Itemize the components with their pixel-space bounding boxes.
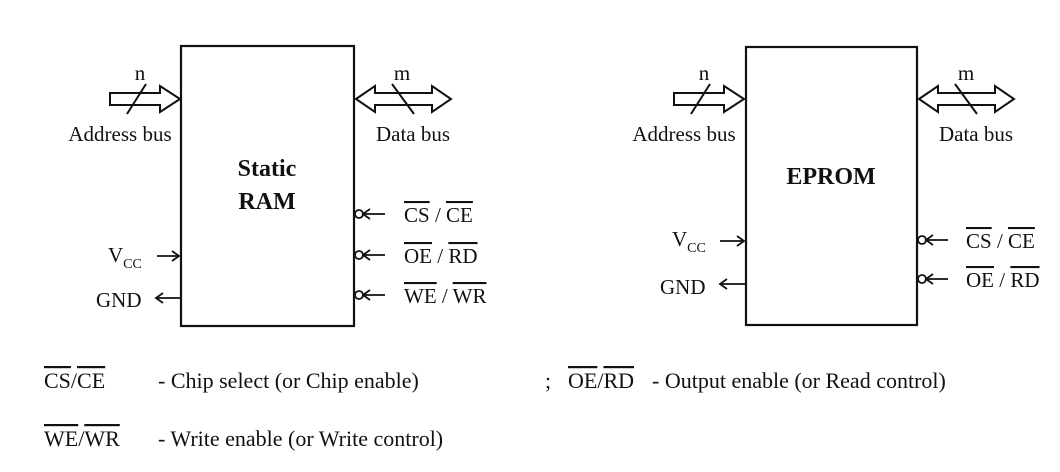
legend-we-wr-desc: - Write enable (or Write control) (158, 426, 443, 451)
legend-cs-ce-desc: - Chip select (or Chip enable) (158, 368, 419, 393)
ram-vcc-label: VCC (108, 243, 142, 272)
eprom-oe-rd-pin (917, 273, 948, 285)
eprom-box (744, 45, 919, 327)
static-ram-block: Static RAM n Address bus m Data bus VCC … (68, 44, 486, 328)
legend-cs-ce-symbol: CS/CE (44, 368, 105, 393)
eprom-address-bus-label: Address bus (632, 122, 735, 146)
ram-vcc-arrow (157, 250, 181, 262)
ram-oe-rd-pin (354, 249, 385, 261)
legend: CS/CE - Chip select (or Chip enable) ; O… (44, 368, 946, 451)
eprom-title: EPROM (786, 164, 875, 190)
eprom-data-bus-label: Data bus (939, 122, 1013, 146)
ram-gnd-arrow (154, 292, 180, 304)
ram-address-width-label: n (135, 61, 146, 85)
eprom-address-bus-arrow (673, 83, 746, 115)
ram-cs-ce-label: CS / CE (404, 203, 473, 227)
ram-data-bus-arrow (354, 83, 453, 115)
eprom-data-width-label: m (958, 61, 974, 85)
ram-data-width-label: m (394, 61, 410, 85)
eprom-block: EPROM n Address bus m Data bus VCC GND (632, 45, 1040, 327)
eprom-vcc-label: VCC (672, 227, 706, 256)
eprom-gnd-label: GND (660, 275, 706, 299)
eprom-address-width-label: n (699, 61, 710, 85)
eprom-cs-ce-pin (917, 234, 948, 246)
ram-oe-rd-label: OE / RD (404, 244, 478, 268)
ram-address-bus-label: Address bus (68, 122, 171, 146)
static-ram-title-line2: RAM (238, 189, 295, 215)
eprom-vcc-arrow (720, 235, 746, 247)
legend-oe-rd-desc: - Output enable (or Read control) (652, 368, 946, 393)
legend-separator: ; (545, 368, 551, 393)
ram-cs-ce-pin (354, 208, 385, 220)
ram-we-wr-pin (354, 289, 385, 301)
ram-address-bus-arrow (109, 83, 182, 115)
legend-oe-rd-symbol: OE/RD (568, 368, 634, 393)
ram-gnd-label: GND (96, 288, 142, 312)
static-ram-title-line1: Static (238, 156, 297, 182)
eprom-oe-rd-label: OE / RD (966, 268, 1040, 292)
eprom-data-bus-arrow (917, 83, 1016, 115)
ram-we-wr-label: WE / WR (404, 284, 486, 308)
eprom-gnd-arrow (718, 278, 745, 290)
legend-we-wr-symbol: WE/WR (44, 426, 120, 451)
static-ram-box (179, 44, 356, 328)
eprom-cs-ce-label: CS / CE (966, 229, 1035, 253)
ram-data-bus-label: Data bus (376, 122, 450, 146)
